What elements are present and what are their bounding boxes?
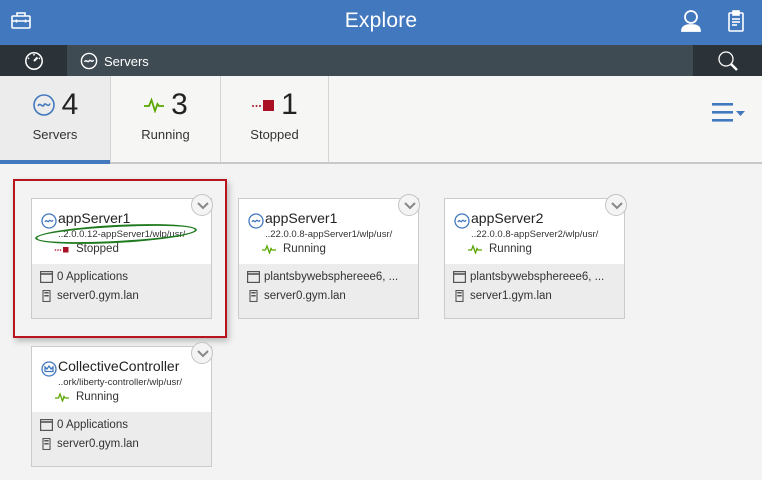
- server-icon: [41, 213, 57, 229]
- host-label: server0.gym.lan: [57, 438, 139, 450]
- card-header: appServer2 ..22.0.0.8-appServer2/wlp/usr…: [445, 199, 624, 264]
- tab-label: Running: [141, 127, 190, 142]
- controller-crown-icon: [41, 361, 57, 377]
- application-window-icon: [40, 271, 53, 283]
- tab-stopped[interactable]: 1 Stopped: [221, 76, 329, 162]
- server-status: Running: [262, 243, 326, 255]
- expand-card-button[interactable]: [605, 194, 627, 216]
- server-path: ..2.0.0.12-appServer1/wlp/usr/: [58, 229, 186, 240]
- host-machine-icon: [249, 290, 258, 302]
- running-pulse-icon: [262, 244, 276, 254]
- status-label: Stopped: [76, 243, 119, 255]
- server-status: Running: [468, 243, 532, 255]
- server-icon: [454, 213, 470, 229]
- status-label: Running: [489, 243, 532, 255]
- search-button[interactable]: [693, 45, 762, 76]
- page-title: Explore: [344, 9, 418, 32]
- dashboard-gauge-icon: [25, 52, 43, 70]
- user-icon[interactable]: [680, 9, 704, 33]
- stopped-square-icon: [54, 247, 69, 253]
- applications-label: 0 Applications: [57, 419, 128, 431]
- server-name[interactable]: appServer2: [471, 210, 544, 226]
- breadcrumb-label: Servers: [104, 53, 149, 69]
- server-icon: [80, 52, 98, 70]
- server-path: ..22.0.0.8-appServer1/wlp/usr/: [265, 229, 393, 240]
- stopped-square-icon: [252, 100, 275, 111]
- status-label: Running: [283, 243, 326, 255]
- tab-label: Servers: [32, 127, 78, 142]
- server-name[interactable]: CollectiveController: [58, 358, 180, 374]
- chevron-down-icon: [197, 202, 209, 210]
- navigation-bar: Servers: [0, 45, 762, 76]
- application-window-icon: [453, 271, 466, 283]
- card-header: CollectiveController ..ork/liberty-contr…: [32, 347, 211, 412]
- server-card-appserver1-running[interactable]: appServer1 ..22.0.0.8-appServer1/wlp/usr…: [238, 198, 419, 319]
- app-header: Explore: [0, 0, 762, 45]
- stopped-count: 1: [281, 88, 298, 121]
- tab-running[interactable]: 3 Running: [111, 76, 221, 162]
- host-row: server0.gym.lan: [247, 290, 346, 302]
- host-label: server0.gym.lan: [264, 290, 346, 302]
- dashboard-button[interactable]: [0, 45, 67, 76]
- expand-card-button[interactable]: [398, 194, 420, 216]
- applications-label: 0 Applications: [57, 271, 128, 283]
- server-icon: [32, 94, 55, 116]
- applications-label: plantsbywebsphereee6, ...: [470, 271, 605, 283]
- running-pulse-icon: [468, 244, 482, 254]
- chevron-down-icon: [404, 202, 416, 210]
- host-row: server0.gym.lan: [40, 290, 139, 302]
- toolbox-icon[interactable]: [10, 9, 34, 33]
- server-path: ..ork/liberty-controller/wlp/usr/: [58, 377, 183, 388]
- search-icon: [718, 51, 738, 71]
- host-machine-icon: [455, 290, 464, 302]
- server-card-collectivecontroller[interactable]: CollectiveController ..ork/liberty-contr…: [31, 346, 212, 467]
- expand-card-button[interactable]: [191, 342, 213, 364]
- applications-row: plantsbywebsphereee6, ...: [453, 271, 604, 283]
- server-name[interactable]: appServer1: [58, 210, 131, 226]
- servers-count: 4: [61, 88, 79, 121]
- application-window-icon: [40, 419, 53, 431]
- view-menu-button[interactable]: [712, 102, 748, 124]
- list-menu-dropdown-icon: [712, 103, 745, 122]
- running-count: 3: [171, 88, 188, 121]
- tab-label: Stopped: [250, 127, 299, 142]
- expand-card-button[interactable]: [191, 194, 213, 216]
- running-pulse-icon: [55, 392, 69, 402]
- card-header: appServer1 ..2.0.0.12-appServer1/wlp/usr…: [32, 199, 211, 264]
- server-status: Running: [55, 391, 119, 403]
- server-path: ..22.0.0.8-appServer2/wlp/usr/: [471, 229, 599, 240]
- host-label: server0.gym.lan: [57, 290, 139, 302]
- server-card-appserver2-running[interactable]: appServer2 ..22.0.0.8-appServer2/wlp/usr…: [444, 198, 625, 319]
- clipboard-icon[interactable]: [726, 9, 750, 33]
- breadcrumb-servers[interactable]: Servers: [80, 52, 149, 70]
- tab-servers[interactable]: 4 Servers: [0, 76, 111, 164]
- applications-row: 0 Applications: [40, 419, 128, 431]
- chevron-down-icon: [611, 202, 623, 210]
- host-row: server1.gym.lan: [453, 290, 552, 302]
- server-status: Stopped: [54, 243, 119, 255]
- applications-row: 0 Applications: [40, 271, 128, 283]
- status-label: Running: [76, 391, 119, 403]
- summary-tabs: 4 Servers 3 Running 1 Stopped: [0, 76, 762, 164]
- server-card-appserver1-stopped[interactable]: appServer1 ..2.0.0.12-appServer1/wlp/usr…: [31, 198, 212, 319]
- host-row: server0.gym.lan: [40, 438, 139, 450]
- host-label: server1.gym.lan: [470, 290, 552, 302]
- host-machine-icon: [42, 290, 51, 302]
- server-name[interactable]: appServer1: [265, 210, 338, 226]
- applications-row: plantsbywebsphereee6, ...: [247, 271, 398, 283]
- card-header: appServer1 ..22.0.0.8-appServer1/wlp/usr…: [239, 199, 418, 264]
- application-window-icon: [247, 271, 260, 283]
- running-pulse-icon: [144, 97, 165, 113]
- server-icon: [248, 213, 264, 229]
- applications-label: plantsbywebsphereee6, ...: [264, 271, 399, 283]
- host-machine-icon: [42, 438, 51, 450]
- chevron-down-icon: [197, 350, 209, 358]
- selection-highlight: [13, 179, 227, 338]
